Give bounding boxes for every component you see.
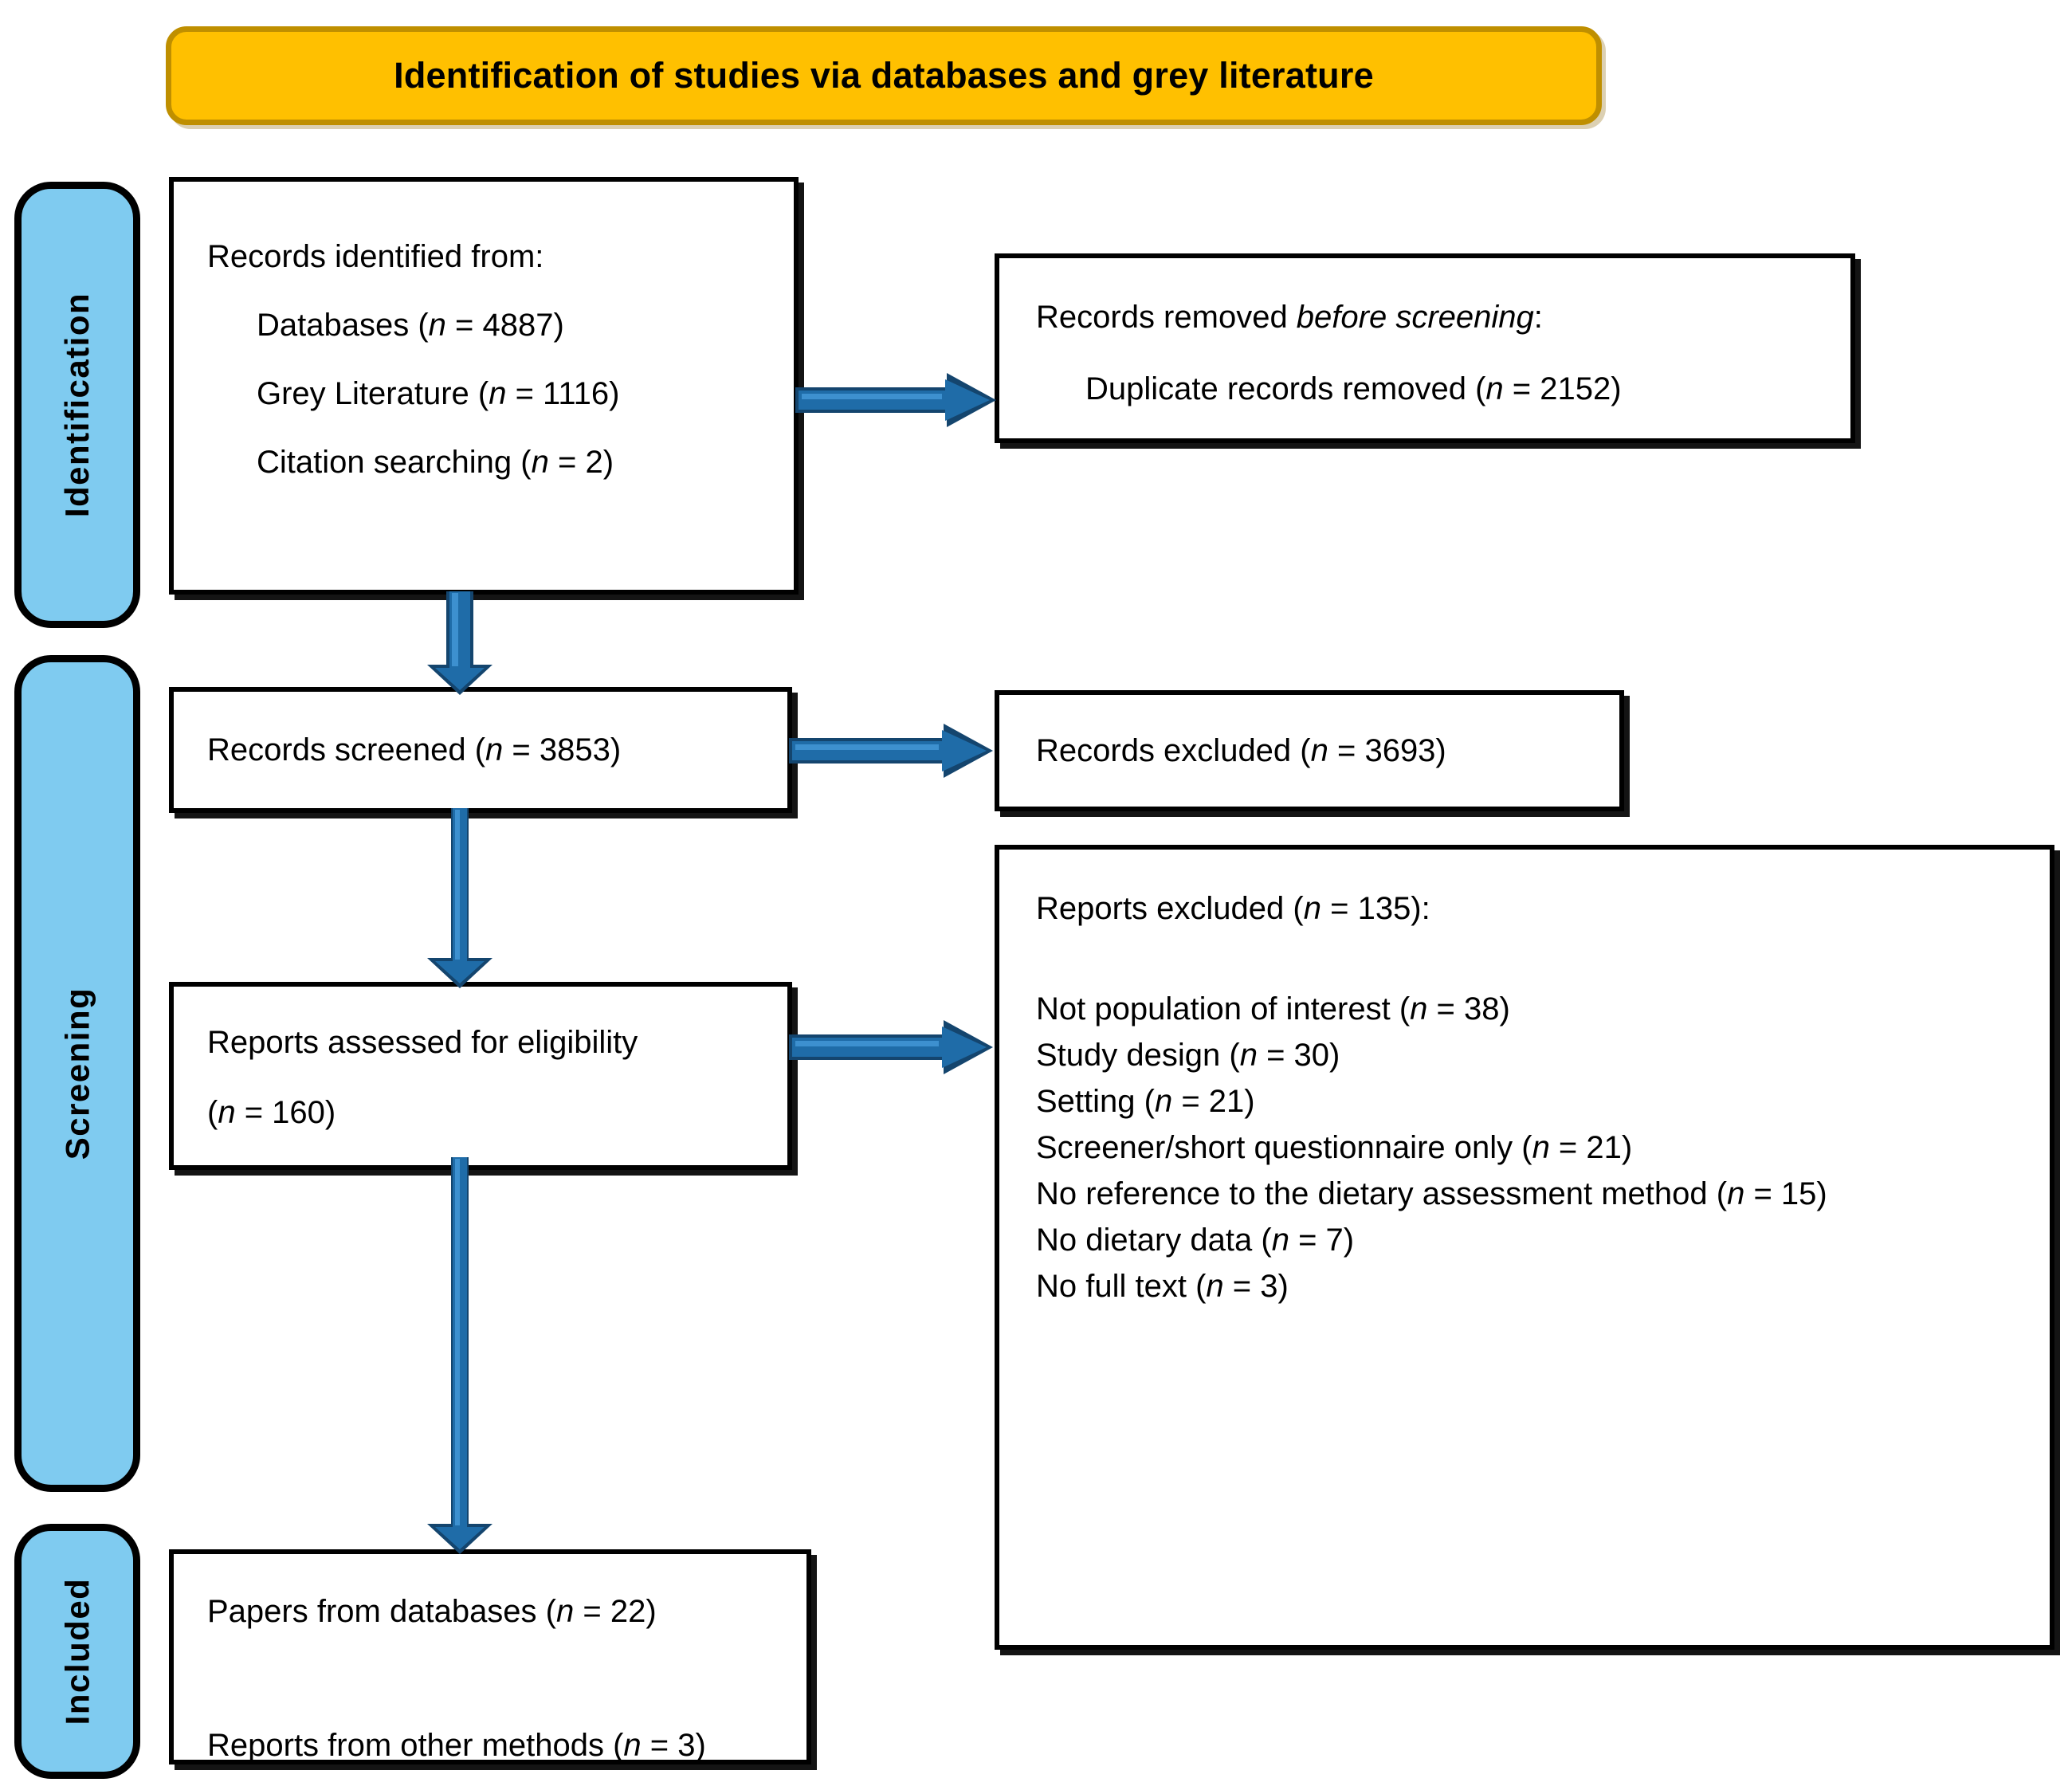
box-records-removed-before-screening: Records removed before screening: Duplic… xyxy=(995,253,1855,443)
papers-from-databases: Papers from databases (n = 22) xyxy=(207,1594,657,1629)
box-records-excluded: Records excluded (n = 3693) xyxy=(995,690,1624,811)
box-records-screened: Records screened (n = 3853) xyxy=(169,687,792,813)
stage-label-included-text: Included xyxy=(58,1577,96,1725)
box-records-identified: Records identified from: Databases (n = … xyxy=(169,177,799,595)
arrow-eligibility-to-reports-excluded xyxy=(789,1020,993,1074)
stage-label-included: Included xyxy=(14,1524,140,1779)
arrow-screened-to-excluded xyxy=(789,724,993,778)
box-reports-excluded: Reports excluded (n = 135): Not populati… xyxy=(995,845,2054,1650)
reason-no-reference-to-dietary-assessment-method: No reference to the dietary assessment m… xyxy=(1036,1176,1827,1211)
arrow-identified-to-screened xyxy=(427,591,492,695)
box-reports-assessed-for-eligibility: Reports assessed for eligibility (n = 16… xyxy=(169,982,792,1170)
records-excluded-text: Records excluded (n = 3693) xyxy=(1036,733,1446,768)
reports-from-other-methods: Reports from other methods (n = 3) xyxy=(207,1728,706,1763)
records-identified-citation-searching: Citation searching (n = 2) xyxy=(257,445,614,480)
reports-excluded-heading: Reports excluded (n = 135): xyxy=(1036,891,1430,926)
records-identified-heading: Records identified from: xyxy=(207,239,544,274)
diagram-title: Identification of studies via databases … xyxy=(394,55,1374,96)
records-screened-text: Records screened (n = 3853) xyxy=(207,732,622,767)
arrow-eligibility-to-included xyxy=(427,1157,492,1554)
arrow-identified-to-removed xyxy=(795,373,996,427)
reports-assessed-count: (n = 160) xyxy=(207,1095,336,1130)
reason-no-full-text: No full text (n = 3) xyxy=(1036,1269,1289,1304)
spacer xyxy=(1036,939,2050,993)
diagram-header-banner: Identification of studies via databases … xyxy=(166,26,1602,125)
records-identified-databases: Databases (n = 4887) xyxy=(257,308,564,343)
reason-screener-short-questionnaire-only: Screener/short questionnaire only (n = 2… xyxy=(1036,1130,1633,1165)
stage-label-screening: Screening xyxy=(14,655,140,1492)
stage-label-identification-text: Identification xyxy=(58,292,96,518)
stage-label-screening-text: Screening xyxy=(58,987,96,1160)
duplicate-records-removed: Duplicate records removed (n = 2152) xyxy=(1085,371,1622,406)
box-included-studies: Papers from databases (n = 22) Reports f… xyxy=(169,1549,811,1764)
records-removed-heading: Records removed before screening: xyxy=(1036,300,1543,335)
reason-study-design: Study design (n = 30) xyxy=(1036,1038,1340,1073)
stage-label-identification: Identification xyxy=(14,182,140,628)
reason-not-population-of-interest: Not population of interest (n = 38) xyxy=(1036,991,1510,1027)
reason-setting: Setting (n = 21) xyxy=(1036,1084,1255,1119)
arrow-screened-to-eligibility xyxy=(427,808,492,988)
records-identified-grey-literature: Grey Literature (n = 1116) xyxy=(257,376,620,411)
reason-no-dietary-data: No dietary data (n = 7) xyxy=(1036,1223,1355,1258)
reports-assessed-heading: Reports assessed for eligibility xyxy=(207,1025,638,1060)
